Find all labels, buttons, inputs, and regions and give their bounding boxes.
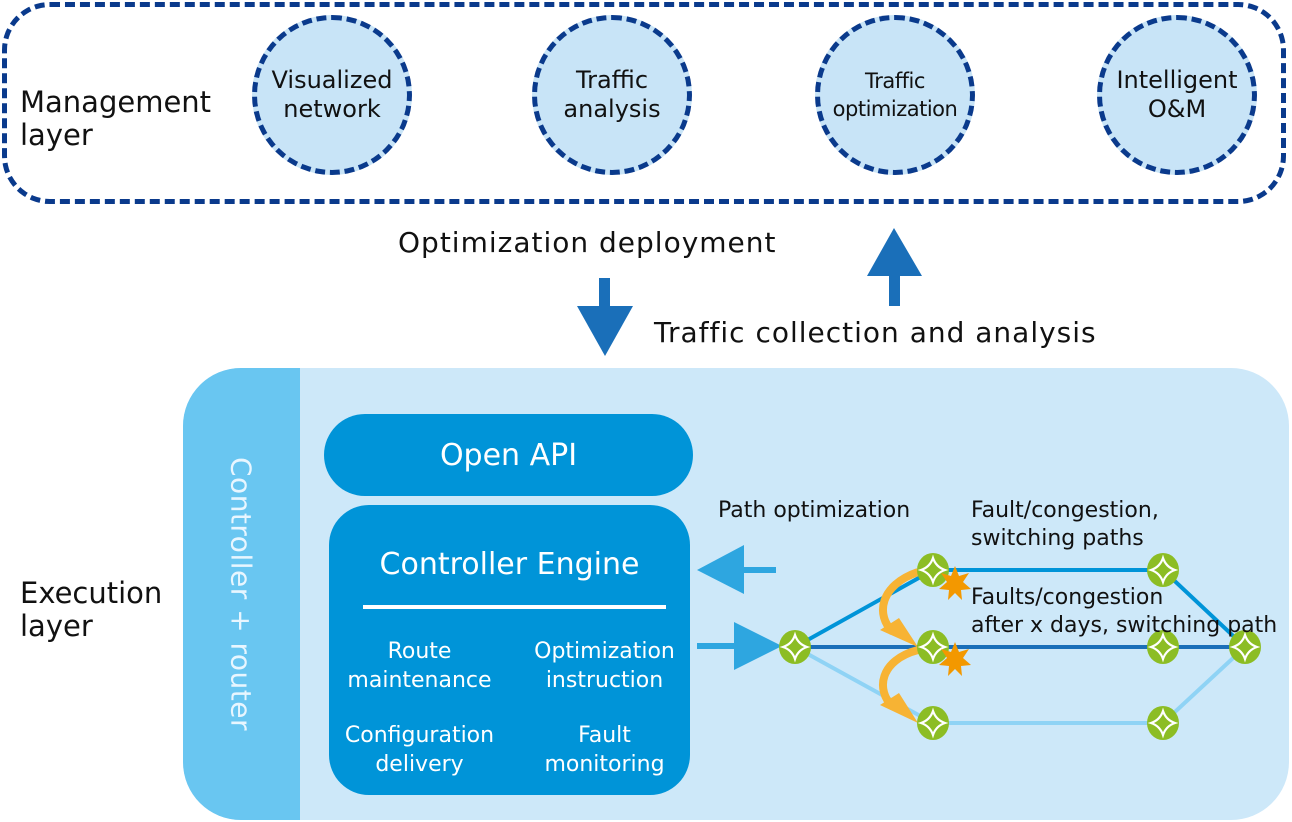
- management-layer-box: [2, 2, 1286, 204]
- function-label-line2: network: [283, 95, 381, 123]
- router-icon: [1145, 704, 1181, 742]
- link-lower-path: [794, 645, 1247, 725]
- management-layer-label: Management layer: [20, 86, 211, 152]
- optimization-deployment-label: Optimization deployment: [398, 226, 777, 259]
- down-arrow-icon: [577, 278, 633, 356]
- function-label-line2: O&M: [1147, 95, 1207, 123]
- engine-function-line2: monitoring: [544, 752, 665, 777]
- engine-function-line1: Route: [387, 639, 452, 664]
- engine-divider: [363, 605, 666, 609]
- function-label-line2: analysis: [563, 95, 661, 123]
- engine-function-line2: delivery: [375, 752, 464, 777]
- function-label-line1: Intelligent: [1116, 66, 1238, 94]
- router-icon: [777, 628, 813, 666]
- switch-arrow-lower-icon: [879, 646, 920, 723]
- delayed-note-line2: after x days, switching path: [971, 613, 1278, 638]
- engine-function-optimization-instruction: Optimization instruction: [517, 637, 692, 695]
- up-arrow-icon: [867, 228, 922, 306]
- management-layer-label-line2: layer: [20, 118, 93, 152]
- function-label-line1: Traffic: [865, 69, 925, 93]
- fault-burst-icon: [939, 642, 971, 676]
- controller-router-bar: Controller + router: [183, 368, 300, 820]
- engine-function-line1: Fault: [578, 723, 631, 748]
- engine-function-fault-monitoring: Fault monitoring: [517, 721, 692, 779]
- delayed-note-line1: Faults/congestion: [971, 585, 1164, 610]
- router-icon: [1145, 551, 1181, 589]
- execution-layer-label: Execution layer: [20, 577, 162, 643]
- engine-function-route-maintenance: Route maintenance: [332, 637, 507, 695]
- traffic-collection-label: Traffic collection and analysis: [654, 316, 1097, 349]
- path-optimization-label: Path optimization: [718, 498, 911, 523]
- function-label-line1: Visualized: [271, 66, 393, 94]
- function-label-line2: optimization: [832, 97, 958, 121]
- engine-function-line1: Configuration: [344, 723, 495, 748]
- fault-burst-icon: [939, 566, 971, 600]
- execution-layer-label-line2: layer: [20, 609, 93, 643]
- management-layer-label-line1: Management: [20, 85, 212, 119]
- path-optimization-left-arrow-icon: [697, 545, 776, 594]
- switch-arrow-upper-icon: [879, 568, 920, 647]
- router-icon: [915, 628, 951, 666]
- function-label-line1: Traffic: [575, 66, 649, 94]
- controller-engine-title: Controller Engine: [379, 547, 640, 582]
- open-api-label: Open API: [439, 437, 578, 473]
- execution-layer-label-line1: Execution: [20, 576, 163, 610]
- link-upper-path: [794, 568, 1247, 649]
- delayed-fault-note: Faults/congestion after x days, switchin…: [971, 584, 1277, 640]
- engine-function-line2: maintenance: [347, 668, 492, 693]
- router-icon: [915, 551, 951, 589]
- open-api-box: Open API: [324, 414, 693, 496]
- controller-engine-box: Controller Engine Route maintenance Opti…: [329, 505, 690, 795]
- router-icon: [915, 704, 951, 742]
- fault-note-line1: Fault/congestion,: [971, 498, 1159, 523]
- path-optimization-right-arrow-icon: [697, 622, 782, 670]
- engine-function-configuration-delivery: Configuration delivery: [332, 721, 507, 779]
- engine-function-line2: instruction: [545, 668, 664, 693]
- engine-function-line1: Optimization: [534, 639, 675, 664]
- fault-note-line2: switching paths: [971, 526, 1144, 551]
- fault-note: Fault/congestion, switching paths: [971, 497, 1159, 553]
- function-traffic-optimization: Traffic optimization: [815, 15, 975, 175]
